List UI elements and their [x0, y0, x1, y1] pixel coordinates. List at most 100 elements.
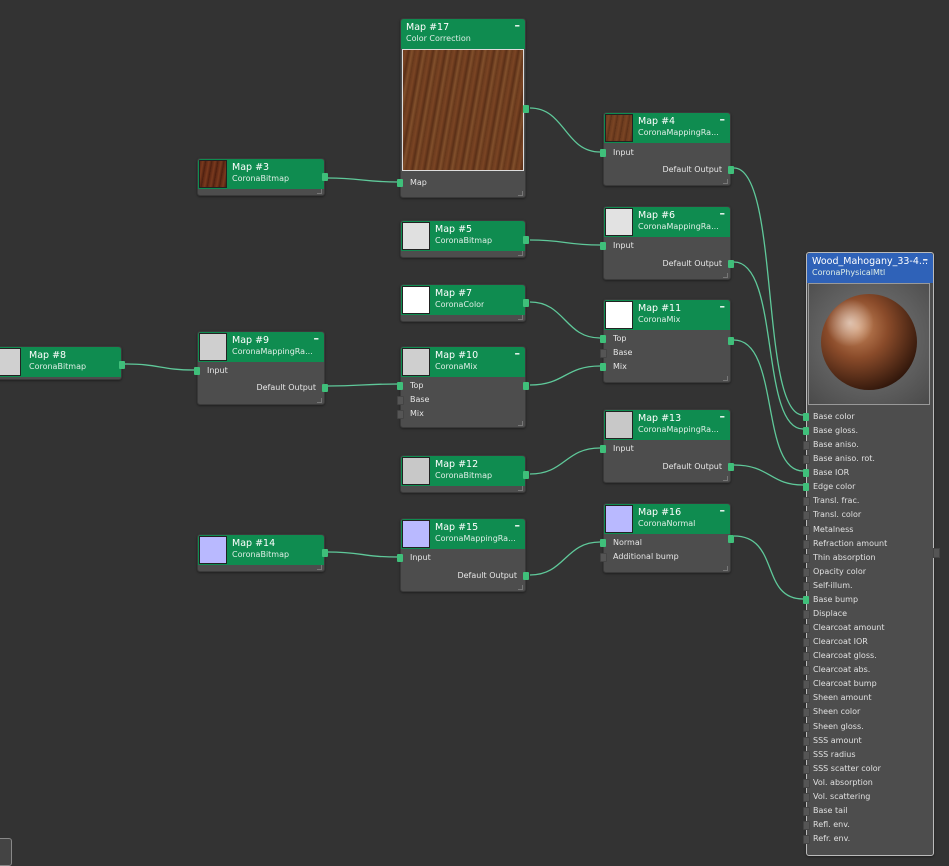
- input-port[interactable]: [803, 525, 810, 535]
- output-port[interactable]: [523, 299, 529, 307]
- output-port[interactable]: [322, 384, 328, 392]
- node-header[interactable]: Map #14 CoronaBitmap: [198, 535, 324, 565]
- input-port[interactable]: [600, 149, 606, 157]
- input-port[interactable]: [803, 708, 810, 718]
- input-port[interactable]: [803, 455, 810, 465]
- node-header[interactable]: Map #11 CoronaMix –: [604, 300, 730, 330]
- collapse-button[interactable]: –: [514, 347, 521, 360]
- node-map11[interactable]: Map #11 CoronaMix – Top Base Mix: [600, 299, 734, 383]
- input-port[interactable]: [803, 413, 809, 421]
- input-port[interactable]: [600, 553, 607, 562]
- input-port[interactable]: [803, 806, 810, 816]
- collapse-button[interactable]: –: [719, 504, 726, 517]
- input-port[interactable]: [397, 410, 404, 419]
- input-port[interactable]: [803, 694, 810, 704]
- collapse-button[interactable]: –: [719, 300, 726, 313]
- output-port[interactable]: [523, 382, 529, 390]
- node-material[interactable]: Wood_Mahogany_33-4... CoronaPhysicalMtl …: [803, 252, 934, 856]
- resize-handle[interactable]: [518, 251, 523, 256]
- input-port[interactable]: [397, 396, 404, 405]
- input-port[interactable]: [803, 553, 810, 563]
- output-port[interactable]: [523, 572, 529, 580]
- input-port[interactable]: [397, 382, 403, 390]
- material-header[interactable]: Wood_Mahogany_33-4... CoronaPhysicalMtl …: [807, 253, 933, 283]
- node-map9[interactable]: Map #9 CoronaMappingRa... – Input Defaul…: [194, 331, 328, 405]
- resize-handle[interactable]: [518, 315, 523, 320]
- input-port[interactable]: [803, 750, 810, 760]
- input-port[interactable]: [600, 335, 606, 343]
- input-port[interactable]: [803, 821, 810, 831]
- input-port[interactable]: [803, 469, 809, 478]
- node-header[interactable]: Map #7 CoronaColor: [401, 285, 525, 315]
- resize-handle[interactable]: [317, 398, 322, 403]
- node-map7[interactable]: Map #7 CoronaColor: [400, 284, 529, 322]
- node-map16[interactable]: Map #16 CoronaNormal – Normal Additional…: [600, 503, 734, 573]
- input-port[interactable]: [600, 242, 606, 250]
- node-header[interactable]: Map #16 CoronaNormal –: [604, 504, 730, 534]
- output-port[interactable]: [728, 337, 734, 345]
- resize-handle[interactable]: [723, 376, 728, 381]
- side-scroll-handle[interactable]: [933, 548, 940, 558]
- input-port[interactable]: [803, 835, 810, 845]
- node-map10[interactable]: Map #10 CoronaMix – Top Base Mix: [397, 346, 529, 428]
- input-port[interactable]: [803, 680, 810, 690]
- output-port[interactable]: [523, 236, 529, 244]
- collapse-button[interactable]: –: [922, 253, 929, 266]
- input-port[interactable]: [803, 609, 810, 619]
- resize-handle[interactable]: [317, 565, 322, 570]
- output-port[interactable]: [728, 260, 734, 268]
- input-port[interactable]: [803, 581, 810, 591]
- node-map8[interactable]: Map #8 CoronaBitmap: [0, 346, 125, 380]
- input-port[interactable]: [803, 652, 810, 662]
- node-header[interactable]: Map #6 CoronaMappingRa... –: [604, 207, 730, 237]
- input-port[interactable]: [803, 792, 810, 802]
- input-port[interactable]: [397, 179, 403, 187]
- node-header[interactable]: Map #17 Color Correction –: [401, 19, 525, 49]
- input-port[interactable]: [803, 427, 809, 436]
- node-header[interactable]: Map #5 CoronaBitmap: [401, 221, 525, 251]
- input-port[interactable]: [600, 445, 606, 453]
- input-port[interactable]: [803, 638, 810, 648]
- node-header[interactable]: Map #9 CoronaMappingRa... –: [198, 332, 324, 362]
- resize-handle[interactable]: [723, 476, 728, 481]
- input-port[interactable]: [803, 778, 810, 788]
- node-map17[interactable]: Map #17 Color Correction – Map: [397, 18, 529, 198]
- output-port[interactable]: [728, 535, 734, 543]
- collapse-button[interactable]: –: [719, 113, 726, 126]
- node-map12[interactable]: Map #12 CoronaBitmap: [400, 455, 529, 493]
- input-port[interactable]: [194, 367, 200, 375]
- output-port[interactable]: [728, 463, 734, 471]
- collapse-button[interactable]: –: [514, 19, 521, 32]
- node-header[interactable]: Map #8 CoronaBitmap: [0, 347, 121, 377]
- output-port[interactable]: [119, 361, 125, 369]
- node-header[interactable]: Map #10 CoronaMix –: [401, 347, 525, 377]
- input-port[interactable]: [600, 363, 606, 371]
- input-port[interactable]: [803, 736, 810, 746]
- resize-handle[interactable]: [723, 566, 728, 571]
- input-port[interactable]: [803, 595, 809, 604]
- node-map13[interactable]: Map #13 CoronaMappingRa... – Input Defau…: [600, 409, 734, 483]
- collapse-button[interactable]: –: [719, 207, 726, 220]
- collapse-button[interactable]: –: [719, 410, 726, 423]
- resize-handle[interactable]: [723, 273, 728, 278]
- node-map15[interactable]: Map #15 CoronaMappingRa... – Input Defau…: [397, 518, 529, 592]
- input-port[interactable]: [600, 539, 606, 547]
- node-header[interactable]: Map #3 CoronaBitmap: [198, 159, 324, 189]
- node-map5[interactable]: Map #5 CoronaBitmap: [400, 220, 529, 258]
- node-map3[interactable]: Map #3 CoronaBitmap: [197, 158, 328, 196]
- node-map14[interactable]: Map #14 CoronaBitmap: [197, 534, 328, 572]
- resize-handle[interactable]: [518, 421, 523, 426]
- output-port[interactable]: [322, 549, 328, 557]
- resize-handle[interactable]: [518, 585, 523, 590]
- input-port[interactable]: [803, 511, 810, 521]
- node-map4[interactable]: Map #4 CoronaMappingRa... – Input Defaul…: [600, 112, 734, 186]
- node-header[interactable]: Map #15 CoronaMappingRa... –: [401, 519, 525, 549]
- corner-tab[interactable]: [0, 838, 12, 866]
- input-port[interactable]: [803, 483, 809, 492]
- node-header[interactable]: Map #4 CoronaMappingRa... –: [604, 113, 730, 143]
- input-port[interactable]: [803, 539, 810, 549]
- node-header[interactable]: Map #12 CoronaBitmap: [401, 456, 525, 486]
- input-port[interactable]: [803, 722, 810, 732]
- collapse-button[interactable]: –: [313, 332, 320, 345]
- resize-handle[interactable]: [723, 179, 728, 184]
